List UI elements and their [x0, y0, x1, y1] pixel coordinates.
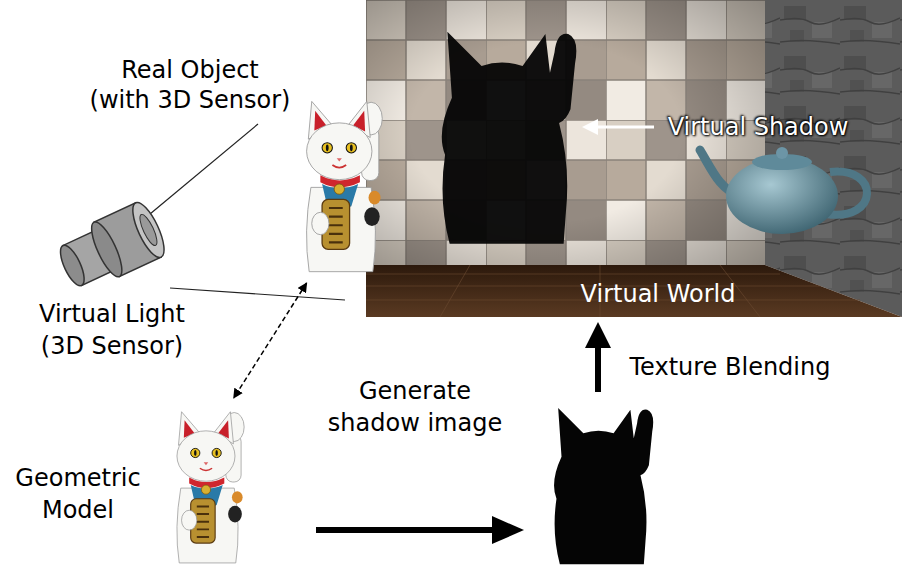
virtual-shadow: [442, 32, 577, 244]
process-arrow: [316, 527, 495, 533]
wood-floor: [366, 265, 902, 317]
light-label: Virtual Light (3D Sensor): [38, 298, 187, 362]
model-label: Geometric Model: [14, 462, 142, 526]
step-label: Texture Blending: [628, 352, 833, 382]
geometric-model-render: [177, 412, 244, 563]
object-label: Real Object (with 3D Sensor): [88, 55, 291, 115]
shadow-label: Virtual Shadow: [666, 112, 851, 142]
world-label: Virtual World: [579, 279, 738, 309]
real-object-photo: [307, 101, 383, 271]
teapot: [700, 147, 867, 234]
light-ray: [170, 288, 345, 300]
step-label: Generate shadow image: [326, 375, 503, 439]
correspondence-arrow: [234, 283, 307, 398]
geometric-model: Geometric Model: [155, 398, 260, 566]
real-object: Real Object (with 3D Sensor): [298, 78, 384, 283]
shadow-image: [554, 408, 653, 564]
light-ray: [150, 124, 258, 214]
virtual-world-panel: Virtual World: [366, 0, 902, 317]
virtual-light: Virtual Light (3D Sensor): [62, 205, 167, 290]
process-arrow: [595, 345, 601, 392]
pointer-arrow: [596, 126, 654, 129]
light-device: [52, 199, 170, 296]
